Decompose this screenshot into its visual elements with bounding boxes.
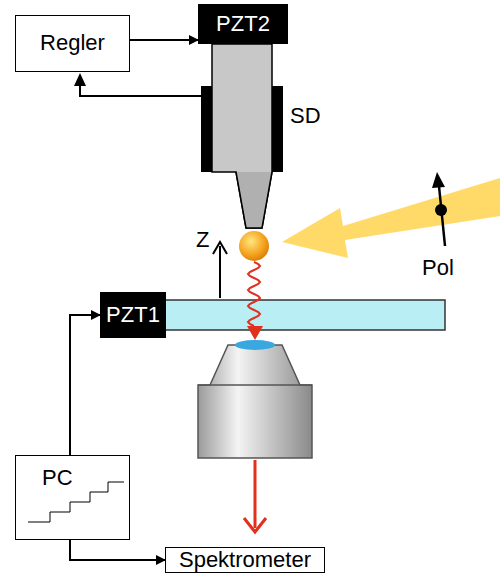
particle xyxy=(239,231,269,261)
node-label: Regler xyxy=(40,31,105,55)
arrowhead xyxy=(244,518,266,532)
axis-label: Z xyxy=(196,228,209,252)
piezo-box: PZT2 xyxy=(198,4,288,44)
polarisation-dot xyxy=(435,204,447,216)
spectrometer-box: Spektrometer xyxy=(165,547,325,573)
z-axis xyxy=(219,246,221,298)
node-label: PZT1 xyxy=(106,303,160,327)
probe-tip xyxy=(236,172,272,228)
arrowhead xyxy=(432,172,445,188)
polarisation-arrow xyxy=(439,186,445,246)
arrowhead xyxy=(213,242,227,254)
signal-arrow xyxy=(70,315,100,455)
part-label: SD xyxy=(290,104,321,128)
feedback-wire xyxy=(80,84,201,96)
clamp-bar xyxy=(201,86,212,172)
arrowhead xyxy=(247,326,263,340)
objective-ring xyxy=(198,384,312,386)
computer-box: PC xyxy=(15,455,130,540)
node-label: PZT2 xyxy=(216,12,270,36)
controller-box: Regler xyxy=(15,15,130,72)
laser-beam xyxy=(282,178,500,258)
sample-slide xyxy=(160,300,445,330)
signal-arrow xyxy=(130,39,198,41)
probe-holder xyxy=(212,44,272,228)
lens xyxy=(235,340,275,350)
piezo-box: PZT1 xyxy=(100,292,166,338)
objective xyxy=(198,345,312,458)
node-label: PC xyxy=(42,466,73,490)
clamp-bar xyxy=(272,86,283,172)
node-label: Spektrometer xyxy=(179,548,311,572)
emission-wave xyxy=(248,262,260,326)
arrowhead xyxy=(74,73,86,86)
output-beam xyxy=(254,460,257,528)
signal-arrow xyxy=(70,540,165,560)
part-label: Pol xyxy=(422,256,454,280)
